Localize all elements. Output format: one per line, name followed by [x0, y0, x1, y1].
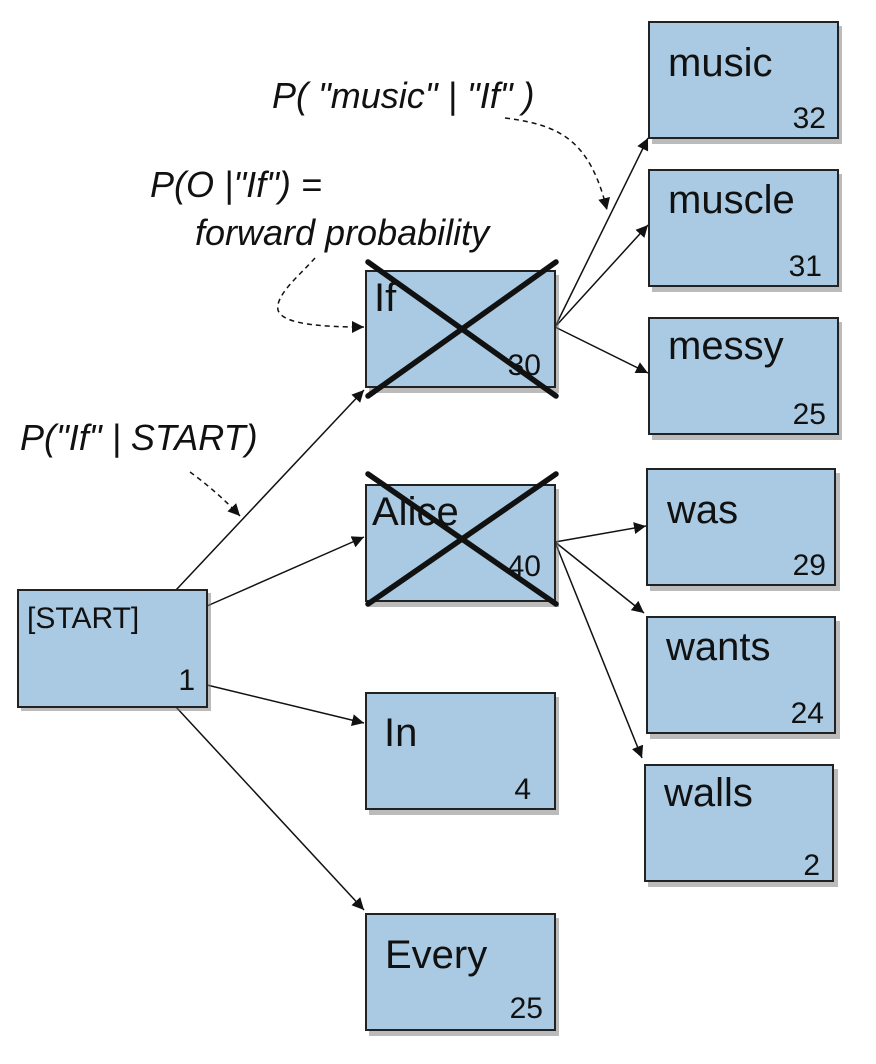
node-word: [START] [27, 602, 139, 635]
edge-start-in [206, 684, 365, 727]
pointer-forward-probability [277, 257, 365, 333]
node-word: music [668, 41, 772, 85]
node-word: If [374, 276, 397, 320]
edge-start-every [175, 706, 365, 911]
annotation-music-given-if: P( "music" | "If" ) [272, 75, 534, 116]
node-word: Every [385, 933, 487, 977]
prune-cross-mark [365, 259, 559, 399]
edges [175, 137, 649, 911]
node-muscle: muscle 31 [648, 169, 842, 292]
node-messy: messy 25 [648, 317, 842, 440]
node-word: wants [665, 625, 771, 669]
node-walls: walls 2 [644, 764, 838, 887]
node-count: 24 [791, 697, 824, 730]
annotation-forward-line2: forward probability [195, 212, 491, 253]
node-count: 25 [510, 992, 543, 1025]
pointer-if-given-start [189, 471, 241, 517]
node-if: If 30 [365, 259, 559, 399]
edge-alice-wants [554, 541, 645, 614]
edge-if-messy [554, 326, 649, 374]
node-count: 1 [178, 664, 195, 697]
edge-if-music [554, 137, 649, 328]
node-word: muscle [668, 178, 795, 222]
node-count: 32 [793, 102, 826, 135]
edge-alice-was [554, 522, 647, 543]
edge-alice-walls [554, 541, 644, 759]
node-alice: Alice 40 [365, 471, 559, 607]
node-start: [START] 1 [17, 589, 211, 711]
node-word: messy [668, 324, 784, 368]
node-every: Every 25 [365, 913, 559, 1036]
node-count: 29 [793, 549, 826, 582]
node-word: walls [663, 771, 753, 815]
edge-start-if [175, 389, 365, 591]
node-in: In 4 [365, 692, 559, 815]
edge-start-alice [206, 536, 365, 607]
annotation-pointers [189, 117, 610, 517]
pointer-music-given-if [504, 117, 610, 211]
node-count: 31 [789, 250, 822, 283]
node-word: was [666, 488, 738, 532]
node-music: music 32 [648, 21, 842, 144]
node-wants: wants 24 [646, 616, 840, 739]
node-word: In [384, 711, 417, 755]
node-count: 25 [793, 398, 826, 431]
annotation-if-given-start: P("If" | START) [20, 417, 258, 458]
annotation-forward-line1: P(O |"If") = [150, 164, 322, 205]
prune-cross-mark [365, 471, 559, 607]
edge-if-muscle [554, 224, 649, 328]
node-count: 2 [803, 849, 820, 882]
node-was: was 29 [646, 468, 840, 591]
node-count: 4 [514, 773, 531, 806]
node-count: 40 [508, 550, 541, 583]
